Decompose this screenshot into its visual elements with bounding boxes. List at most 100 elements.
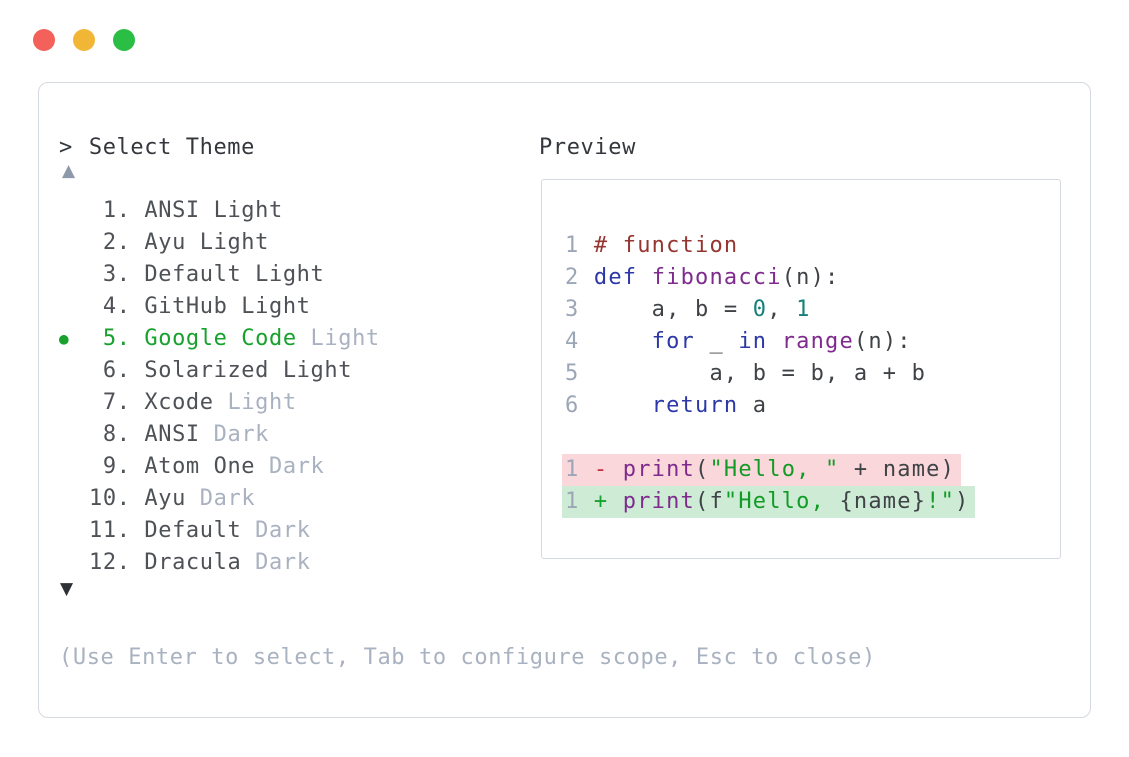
scroll-down-icon[interactable]: ▼ [60,579,74,599]
theme-list-item[interactable]: 7. Xcode Light [59,387,380,419]
theme-item-variant: Dark [199,422,270,447]
theme-item-variant: Dark [255,454,325,479]
theme-item-number: 5. [89,326,145,351]
theme-list-item[interactable]: 2. Ayu Light [59,227,380,259]
theme-list-item[interactable]: 10. Ayu Dark [59,483,380,515]
marker-placeholder [59,291,89,323]
theme-item-variant: Dark [241,518,311,543]
line-number: 3 [565,297,594,322]
theme-item-number: 7. [89,390,145,415]
code-token-function: print [622,457,696,482]
theme-item-name: Default [144,518,242,543]
diff-highlight: 1 - print("Hello, " + name) [562,454,962,486]
code-token-plain: (f [695,489,724,514]
theme-list-item[interactable]: 12. Dracula Dark [59,547,380,579]
line-number: 1 [565,489,594,514]
line-number: 1 [565,233,594,258]
code-token-string: "Hello, [723,489,840,514]
theme-item-name: GitHub Light [144,294,311,319]
marker-placeholder [59,227,89,259]
theme-list-item[interactable]: 4. GitHub Light [59,291,380,323]
code-line: 5 a, b = b, a + b [565,358,1060,390]
line-number: 1 [565,457,594,482]
code-token-number: 1 [796,297,811,322]
diff-line-removed: 1 - print("Hello, " + name) [562,454,1060,486]
theme-item-number: 4. [89,294,145,319]
marker-placeholder [59,195,89,227]
code-token-plain: a, b = [593,297,753,322]
prompt-title: Select Theme [88,135,256,160]
code-line: 2 def fibonacci(n): [565,262,1060,294]
code-token-function: range [781,329,854,354]
theme-item-name: Xcode [144,390,214,415]
code-token-number: 0 [752,297,768,322]
scroll-up-icon[interactable]: ▲ [62,161,76,181]
theme-item-number: 3. [89,262,145,287]
theme-item-name: Ayu Light [144,230,269,255]
minimize-button[interactable] [73,29,95,51]
theme-item-number: 6. [89,358,145,383]
line-number: 6 [565,393,594,418]
theme-list: 1. ANSI Light 2. Ayu Light 3. Default Li… [59,195,380,579]
marker-placeholder [59,483,89,515]
theme-item-number: 12. [89,550,145,575]
code-token-plain: , [767,297,797,322]
line-number: 4 [565,329,594,354]
marker-placeholder [59,419,89,451]
theme-item-variant: Dark [185,486,256,511]
code-token-keyword: return [651,393,739,418]
preview-title: Preview [539,135,636,160]
marker-placeholder [59,451,89,483]
code-token-keyword: def [593,265,638,290]
marker-placeholder [59,547,89,579]
code-token-string: !" [926,489,956,514]
theme-list-item[interactable]: 8. ANSI Dark [59,419,380,451]
theme-item-variant: Light [296,326,380,351]
code-token-string: "Hello, " [709,457,840,482]
code-token-function: print [622,489,696,514]
theme-item-number: 11. [89,518,145,543]
theme-item-variant: Dark [241,550,311,575]
theme-item-variant: Light [213,390,297,415]
theme-list-item[interactable]: 11. Default Dark [59,515,380,547]
theme-item-number: 9. [89,454,145,479]
theme-item-name: Default Light [144,262,325,287]
theme-item-name: Solarized Light [144,358,353,383]
theme-item-number: 8. [89,422,145,447]
prompt-row: >Select Theme [59,135,255,160]
code-token-plain: + name) [839,457,956,482]
code-token-plain [594,393,652,418]
theme-list-item[interactable]: ● 5. Google Code Light [59,323,380,355]
theme-list-item[interactable]: 3. Default Light [59,259,380,291]
theme-item-number: 10. [89,486,145,511]
code-token-plain [594,329,652,354]
footer-hint: (Use Enter to select, Tab to configure s… [59,645,876,670]
code-token-plain: ) [955,489,970,514]
selected-indicator-icon: ● [59,329,70,348]
code-line [565,422,1060,454]
code-token-plain: {name} [839,489,927,514]
code-token-plain: (n): [781,265,840,290]
theme-item-name: Ayu [144,486,186,511]
close-button[interactable] [33,29,55,51]
code-line: 6 return a [565,390,1060,422]
marker-placeholder [59,259,89,291]
theme-list-item[interactable]: 6. Solarized Light [59,355,380,387]
marker-placeholder [59,515,89,547]
code-token-diff-plus: + [593,489,623,514]
code-token-plain: a [738,393,768,418]
window-controls [33,29,135,51]
theme-item-name: ANSI Light [144,198,283,223]
theme-list-item[interactable]: 9. Atom One Dark [59,451,380,483]
code-token-plain: _ [695,329,739,354]
code-line: 3 a, b = 0, 1 [565,294,1060,326]
theme-item-number: 2. [89,230,145,255]
code-token-plain [767,329,781,354]
zoom-button[interactable] [113,29,135,51]
line-number: 2 [565,265,594,290]
theme-list-item[interactable]: 1. ANSI Light [59,195,380,227]
theme-item-number: 1. [89,198,145,223]
diff-line-added: 1 + print(f"Hello, {name}!") [562,486,1060,518]
